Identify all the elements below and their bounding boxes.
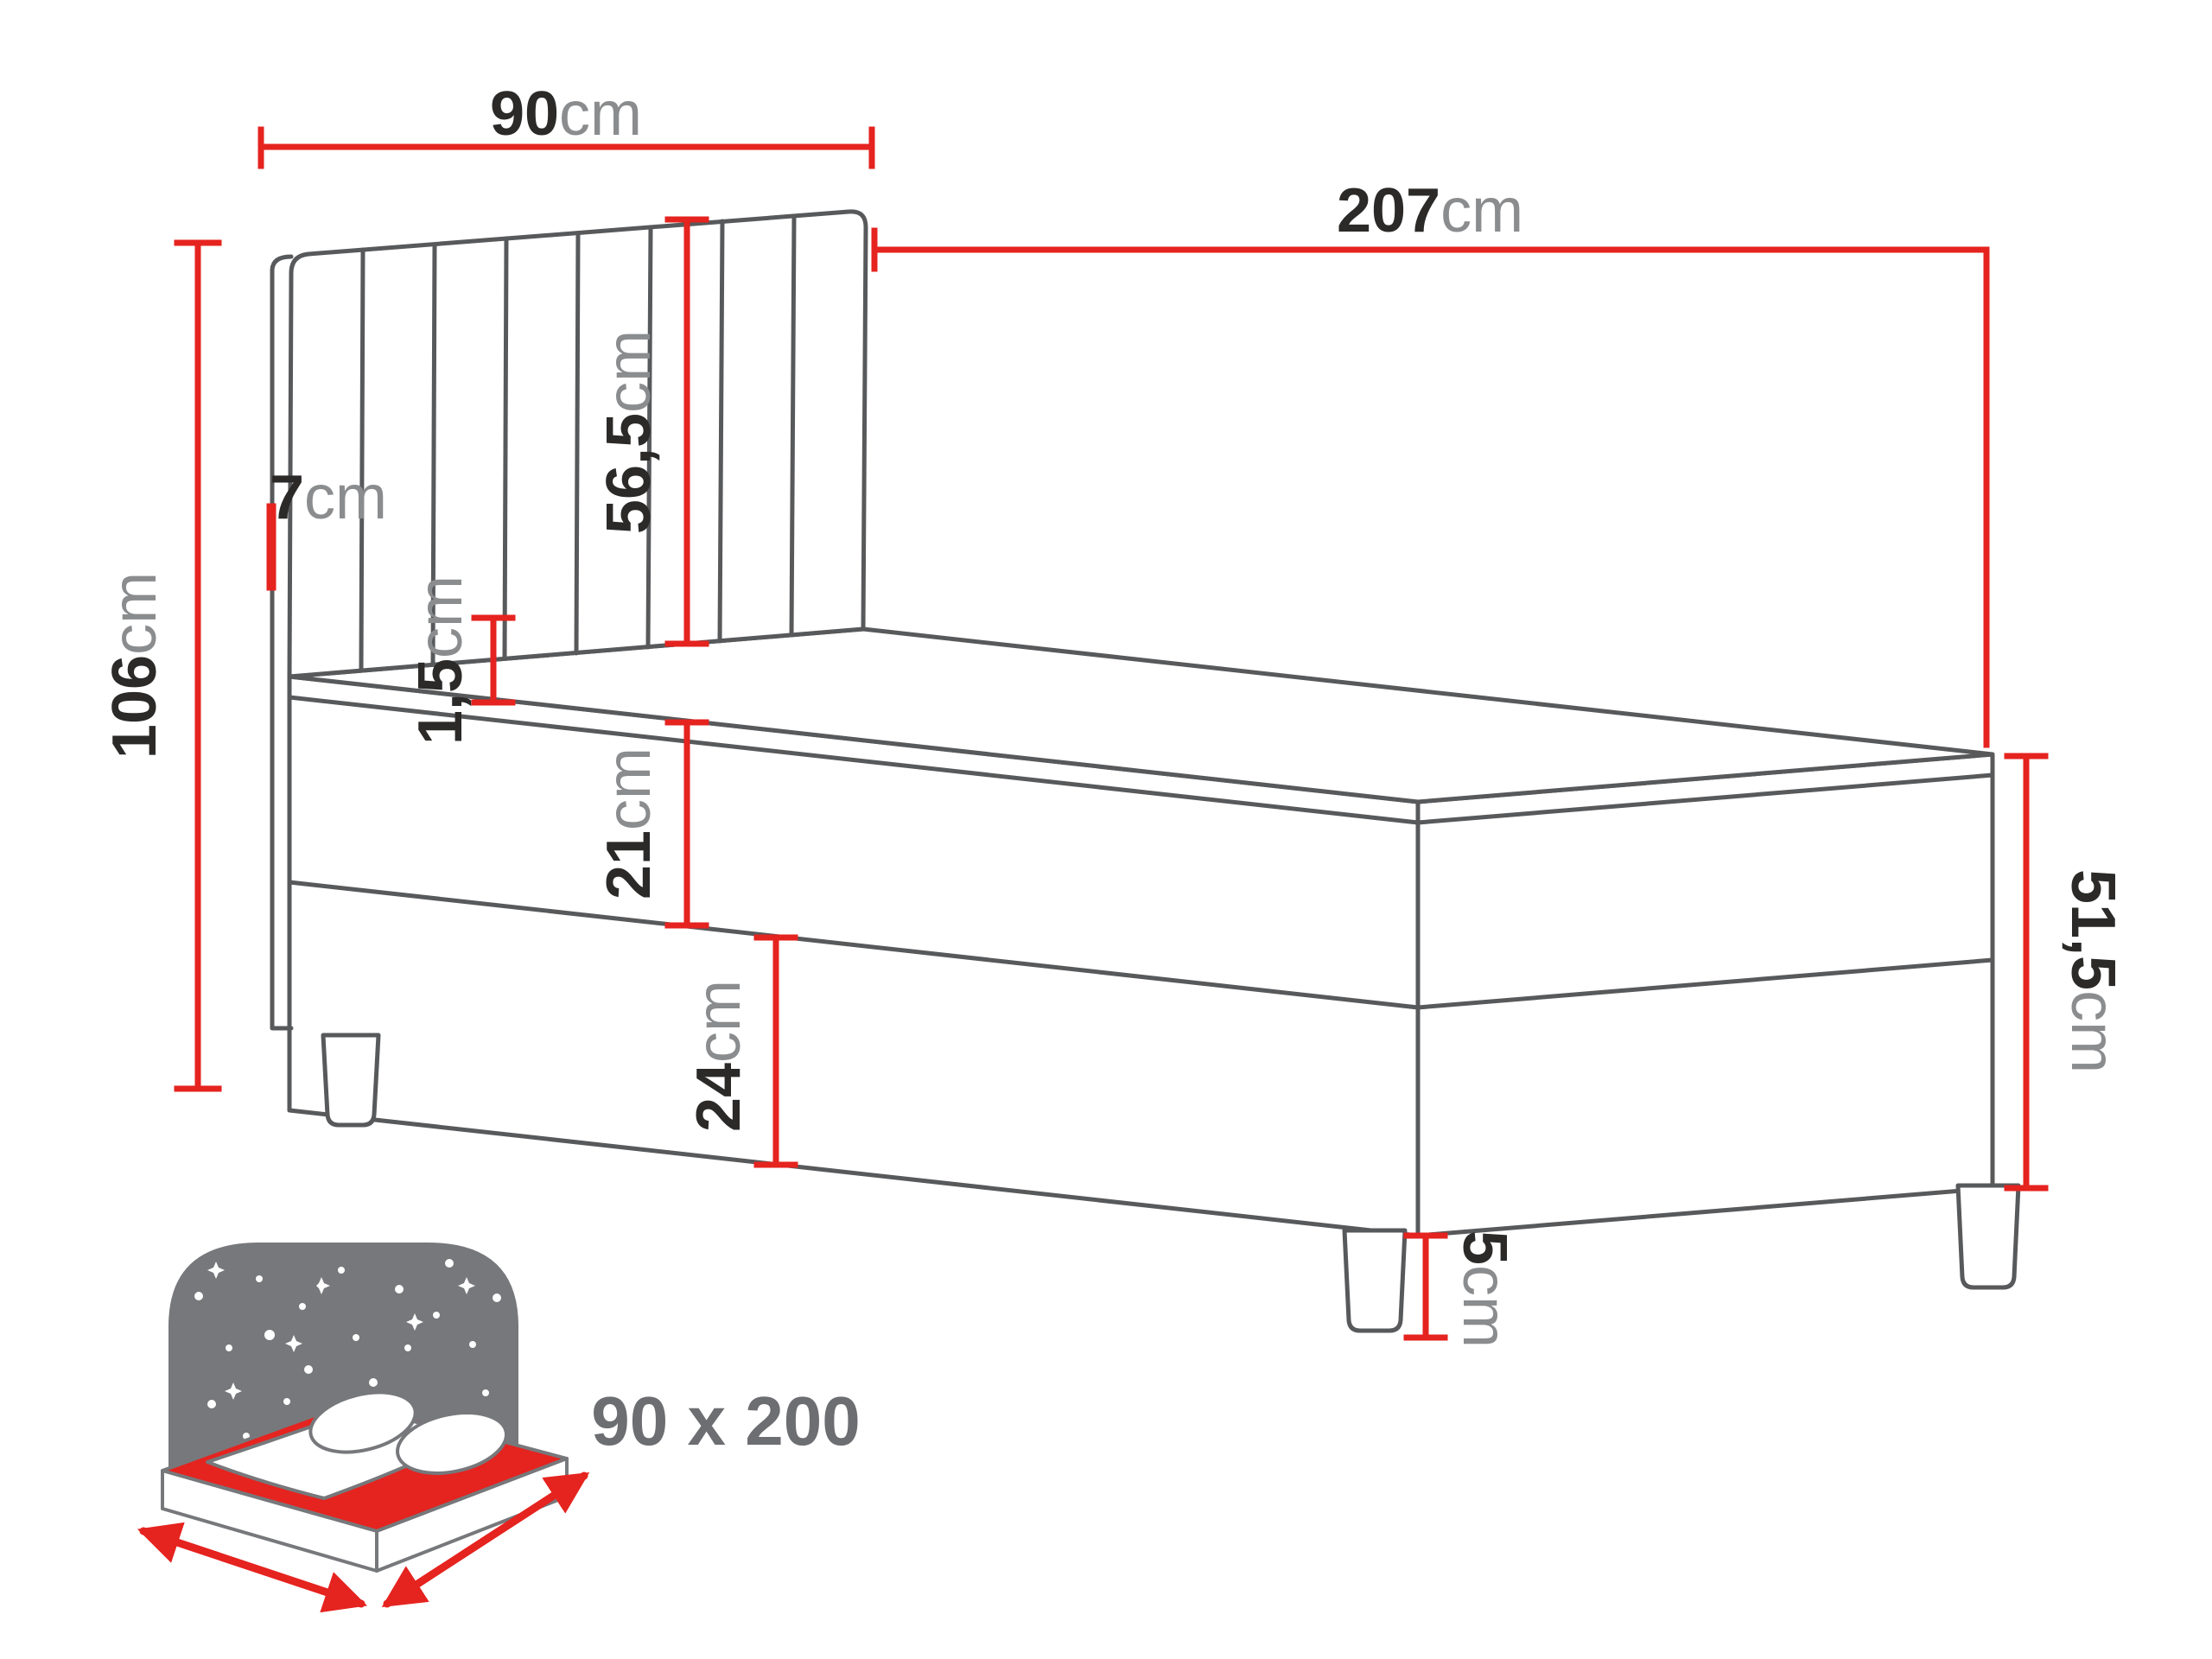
bed-drawing — [270, 209, 2021, 1333]
dim-line-mattress-height — [664, 719, 709, 929]
dim-line-leg-height — [1403, 1232, 1448, 1341]
mattress-seam-line — [287, 695, 1995, 825]
dimension-labels: 90cm 207cm 106cm 7cm 56,5cm 1,5cm 21cm 2… — [100, 79, 2127, 1348]
headboard-channels — [359, 213, 797, 673]
dim-line-headboard-width — [257, 126, 875, 169]
icon-width-arrow — [137, 1522, 368, 1613]
label-mattress-height: 21cm — [594, 747, 664, 899]
label-total-length: 207cm — [1337, 176, 1523, 245]
headboard-leg — [321, 1033, 381, 1128]
icon-length-arrow — [381, 1471, 590, 1608]
back-leg — [1955, 1183, 2021, 1290]
front-leg — [1342, 1228, 1408, 1333]
label-headboard-width: 90cm — [490, 79, 642, 149]
dim-line-base-height — [753, 934, 798, 1168]
icon-pillow-left — [308, 1390, 417, 1454]
headboard-side-panel — [270, 254, 294, 1031]
label-headboard-height: 106cm — [100, 572, 169, 759]
label-mattress-edge: 1,5cm — [406, 575, 475, 745]
bed-foot-face — [1415, 752, 1995, 1238]
label-leg-height: 5cm — [1450, 1230, 1519, 1348]
label-headboard-panel: 56,5cm — [594, 330, 664, 534]
icon-pillow-right — [396, 1411, 508, 1475]
label-side-height: 51,5cm — [2058, 869, 2127, 1073]
bed-size-icon: 90 x 200 — [137, 1243, 861, 1613]
icon-size-label: 90 x 200 — [591, 1382, 860, 1459]
label-headboard-depth: 7cm — [270, 463, 387, 532]
stars-decoration — [194, 1259, 501, 1440]
dimension-lines — [174, 126, 2049, 1341]
label-base-height: 24cm — [684, 980, 753, 1132]
dim-line-headboard-panel — [664, 216, 709, 647]
dim-line-total-length — [871, 227, 1990, 748]
dim-line-mattress-edge — [471, 614, 516, 706]
night-sky-shape — [168, 1243, 518, 1469]
dim-line-side-height — [2004, 753, 2049, 1192]
dim-line-headboard-height — [174, 239, 222, 1092]
